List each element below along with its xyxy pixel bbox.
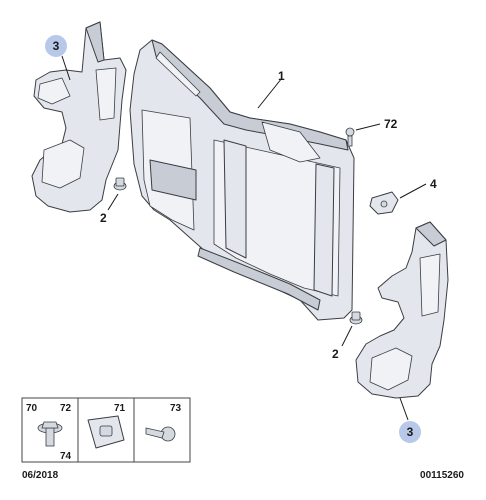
- leader-72: [355, 123, 381, 131]
- leader-4: [399, 183, 427, 199]
- badge-3-bottom: 3: [399, 421, 421, 443]
- front-panel: [129, 39, 355, 321]
- callout-1: 1: [278, 69, 285, 83]
- hw-label-71: 71: [114, 403, 126, 414]
- footer-date: 06/2018: [22, 470, 59, 481]
- hw-bolt-70: [37, 421, 63, 447]
- hw-label-72: 72: [60, 403, 72, 414]
- hw-label-73: 73: [170, 403, 182, 414]
- callout-4: 4: [430, 177, 437, 191]
- badge-3-top: 3: [45, 35, 67, 57]
- footer-reference: 00115260: [420, 470, 464, 481]
- leader-3-bottom: [399, 397, 409, 421]
- right-side-bracket: [355, 221, 449, 399]
- bolt-2-top: [113, 177, 127, 191]
- callout-72: 72: [384, 117, 398, 131]
- svg-text:3: 3: [407, 425, 414, 439]
- hw-clip-71: [87, 415, 125, 449]
- left-side-bracket: [31, 21, 127, 213]
- leader-2-top: [107, 193, 119, 211]
- hw-screw-73: [145, 426, 176, 442]
- leader-1: [257, 77, 283, 109]
- leader-3-top: [61, 55, 71, 81]
- hw-label-74: 74: [60, 451, 72, 462]
- hardware-box: 70 72 74 71 73: [21, 397, 191, 463]
- clip-4: [369, 191, 399, 215]
- screw-72: [345, 127, 355, 147]
- bolt-2-bottom: [349, 311, 363, 325]
- hw-label-70: 70: [26, 403, 38, 414]
- callout-2-top: 2: [100, 211, 107, 225]
- leader-2-bottom: [341, 325, 353, 347]
- callout-2-bottom: 2: [332, 347, 339, 361]
- svg-text:3: 3: [53, 39, 60, 53]
